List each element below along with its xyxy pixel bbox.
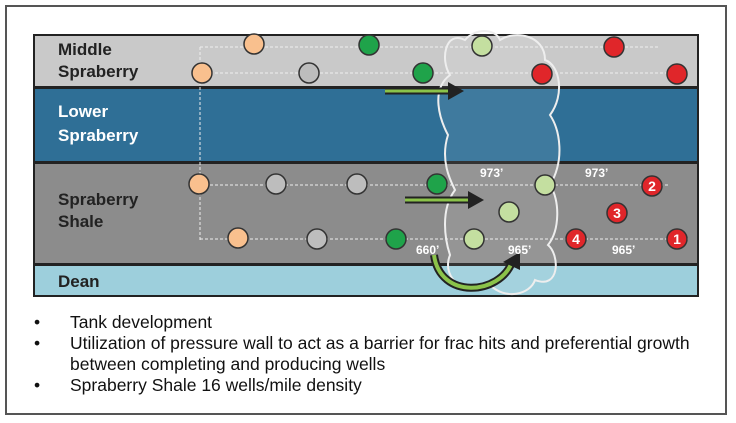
distance-label: 965’ — [612, 243, 635, 257]
well-orange — [243, 33, 265, 55]
layer-label: Lower — [58, 102, 108, 121]
well-orange — [191, 62, 213, 84]
distance-label: 965’ — [508, 243, 531, 257]
layer-label: Spraberry — [58, 190, 139, 209]
bullet-item: Tank development — [34, 312, 690, 333]
well-gray — [265, 173, 287, 195]
well-number: 4 — [572, 231, 580, 247]
well-number: 2 — [648, 178, 656, 194]
layer-dean — [35, 266, 697, 295]
well-red — [603, 36, 625, 58]
distance-label: 973’ — [585, 166, 608, 180]
well-lightgreen — [534, 174, 556, 196]
distance-label: 660’ — [416, 243, 439, 257]
well-red — [666, 228, 688, 250]
well-number: 1 — [673, 231, 681, 247]
bullet-item: Spraberry Shale 16 wells/mile density — [34, 375, 690, 396]
well-green — [426, 173, 448, 195]
slide-frame — [5, 5, 727, 415]
frac-cloud — [437, 30, 561, 295]
arrow-shale — [405, 191, 484, 209]
layer-label: Dean — [58, 272, 100, 291]
well-red — [641, 175, 663, 197]
bullet-list: Tank development Utilization of pressure… — [34, 312, 690, 396]
arrow-upper — [385, 82, 464, 100]
arrow-curved — [430, 252, 520, 292]
layer-lower-spraberry — [35, 89, 697, 161]
well-orange — [227, 227, 249, 249]
well-red — [606, 202, 628, 224]
well-red — [666, 63, 688, 85]
well-gray — [306, 228, 328, 250]
well-green — [412, 62, 434, 84]
well-green — [385, 228, 407, 250]
well-gray — [346, 173, 368, 195]
distance-label: 973’ — [480, 166, 503, 180]
layer-label: Shale — [58, 212, 103, 231]
well-gray — [298, 62, 320, 84]
bullet-item: Utilization of pressure wall to act as a… — [34, 333, 690, 375]
well-green — [358, 34, 380, 56]
layer-label: Spraberry — [58, 62, 139, 81]
well-red — [531, 63, 553, 85]
well-number: 3 — [613, 205, 621, 221]
well-lightgreen — [471, 35, 493, 57]
well-orange — [188, 173, 210, 195]
layer-label: Middle — [58, 40, 112, 59]
well-lightgreen — [463, 228, 485, 250]
layer-label: Spraberry — [58, 126, 139, 145]
well-lightgreen — [498, 201, 520, 223]
well-red — [565, 228, 587, 250]
